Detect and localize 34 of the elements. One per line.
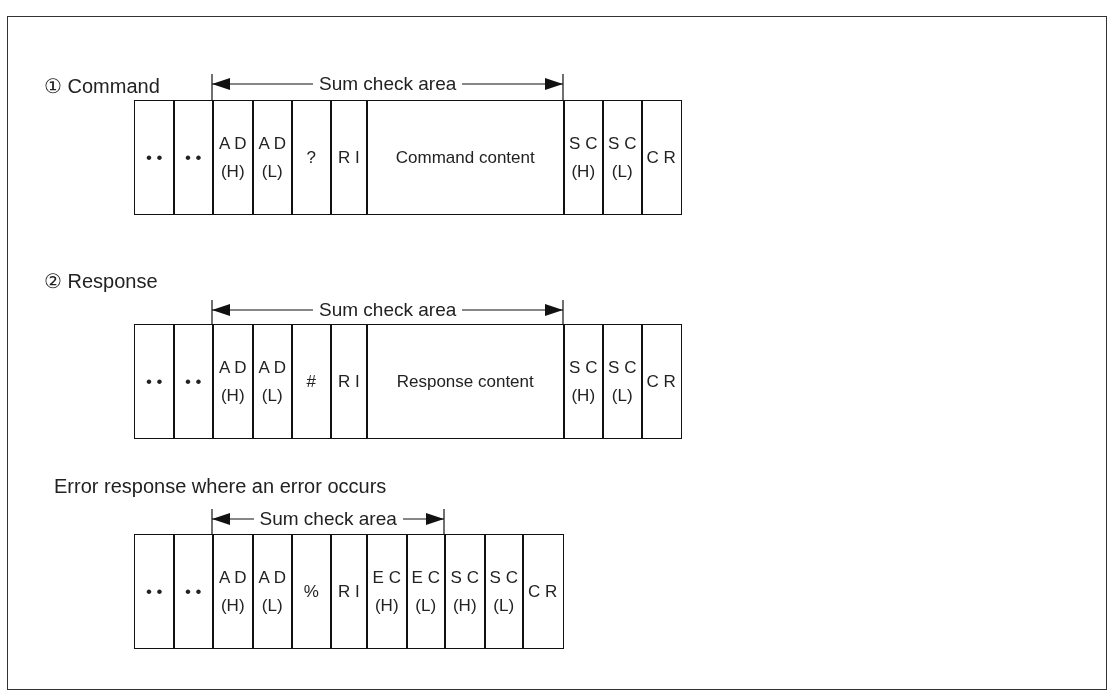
frame-field: E C (H) (366, 534, 408, 649)
frame-field: S C (H) (563, 324, 604, 439)
section-heading: ① Command (44, 74, 160, 98)
frame-field: R I (330, 100, 368, 215)
frame-field: C R (641, 100, 682, 215)
frame-field: • • (173, 100, 214, 215)
frame-field: C R (522, 534, 564, 649)
frame-field: Response content (366, 324, 565, 439)
frame-field: A D (L) (252, 100, 293, 215)
frame-field: S C (L) (602, 324, 643, 439)
frame-field: S C (H) (563, 100, 604, 215)
frame-field: R I (330, 324, 368, 439)
frame-field: A D (H) (212, 100, 254, 215)
section-heading: Error response where an error occurs (54, 475, 387, 498)
frame-field: • • (134, 534, 175, 649)
frame-field: S C (H) (444, 534, 486, 649)
frame-field: A D (H) (212, 324, 254, 439)
frame-field: A D (L) (252, 534, 293, 649)
frame-field: • • (173, 534, 214, 649)
frame-field: E C (L) (406, 534, 446, 649)
section-heading: ② Response (44, 269, 158, 293)
frame-field: • • (134, 324, 175, 439)
frame-field: • • (173, 324, 214, 439)
frame-field: % (291, 534, 332, 649)
frame-field: Command content (366, 100, 565, 215)
frame-field: S C (L) (602, 100, 643, 215)
frame-field: A D (L) (252, 324, 293, 439)
frame-field: A D (H) (212, 534, 254, 649)
frame-field: R I (330, 534, 368, 649)
frame-field: # (291, 324, 332, 439)
frame-field: C R (641, 324, 682, 439)
frame-field: • • (134, 100, 175, 215)
frame-field: ? (291, 100, 332, 215)
frame-field: S C (L) (484, 534, 524, 649)
